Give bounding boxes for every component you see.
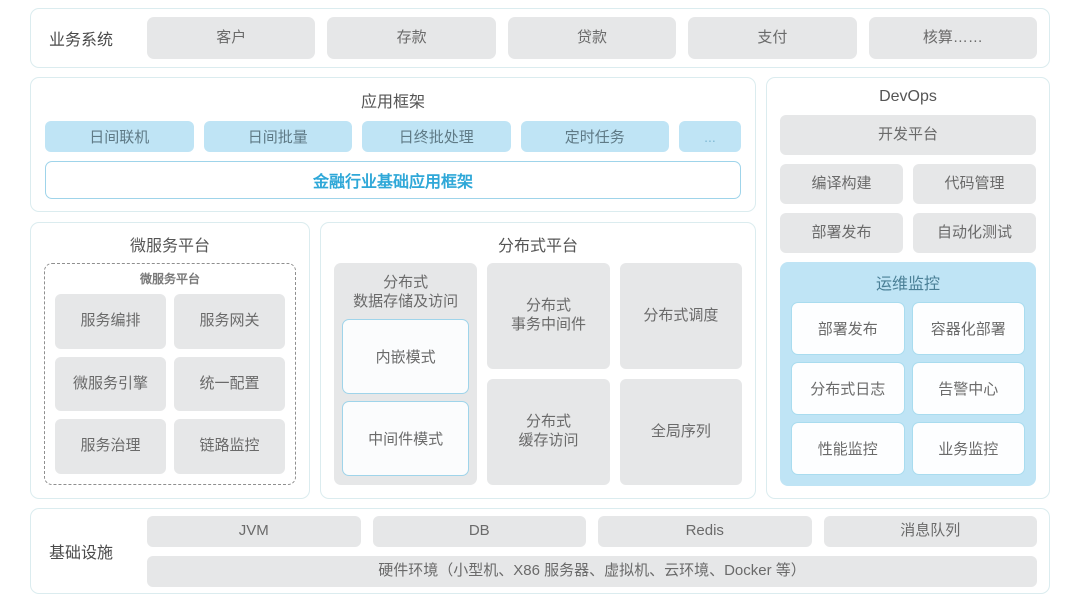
devops-chip-dev-platform[interactable]: 开发平台 <box>780 115 1036 155</box>
distributed-storage-title-line2: 数据存储及访问 <box>353 292 459 310</box>
application-framework-title: 应用框架 <box>360 94 425 111</box>
dist-chip-scheduling-line1: 分布式调度 <box>643 306 719 324</box>
business-chip-customer[interactable]: 客户 <box>147 17 316 59</box>
ops-chip-distributed-logging[interactable]: 分布式日志 <box>791 362 905 415</box>
dist-chip-transaction-middleware-line1: 分布式 <box>525 297 571 315</box>
infra-chip-jvm[interactable]: JVM <box>147 515 361 547</box>
business-chip-payment[interactable]: 支付 <box>688 17 857 59</box>
infrastructure-items-row: JVM DB Redis 消息队列 <box>147 515 1037 547</box>
distributed-platform-panel: 分布式平台 分布式 数据存储及访问 内嵌模式 中间件模式 <box>320 222 756 499</box>
ops-monitoring-title: 运维监控 <box>875 276 940 293</box>
devops-pair-row-1: 编译构建 代码管理 <box>780 164 1036 204</box>
devops-pair-row-2: 部署发布 自动化测试 <box>780 213 1036 253</box>
appfw-chip-scheduled-task[interactable]: 定时任务 <box>520 121 669 152</box>
infrastructure-label: 基础设施 <box>49 545 114 562</box>
business-chip-deposit[interactable]: 存款 <box>327 17 496 59</box>
infra-chip-db[interactable]: DB <box>372 515 586 547</box>
platform-left-column: 应用框架 日间联机 日间批量 日终批处理 定时任务 ... 金融行业基础应用框架… <box>30 77 756 499</box>
micro-chip-link-monitoring[interactable]: 链路监控 <box>174 419 285 474</box>
business-systems-panel: 业务系统 客户 存款 贷款 支付 核算…… <box>30 8 1050 68</box>
micro-chip-microservice-engine[interactable]: 微服务引擎 <box>55 356 166 412</box>
dist-chip-transaction-middleware[interactable]: 分布式 事务中间件 <box>487 263 610 369</box>
dist-chip-global-sequence[interactable]: 全局序列 <box>619 379 742 485</box>
distributed-storage-group: 分布式 数据存储及访问 内嵌模式 中间件模式 <box>334 263 478 485</box>
dist-chip-scheduling[interactable]: 分布式调度 <box>619 263 742 369</box>
business-systems-chips: 客户 存款 贷款 支付 核算…… <box>147 17 1038 59</box>
infra-chip-message-queue[interactable]: 消息队列 <box>823 515 1037 547</box>
distributed-storage-mode-embedded[interactable]: 内嵌模式 <box>342 318 470 394</box>
business-systems-label: 业务系统 <box>49 32 114 49</box>
devops-panel: DevOps 开发平台 编译构建 代码管理 部署发布 自动化测试 运维监控 部署… <box>766 77 1050 499</box>
appfw-chip-daytime-online[interactable]: 日间联机 <box>45 121 194 152</box>
devops-column: DevOps 开发平台 编译构建 代码管理 部署发布 自动化测试 运维监控 部署… <box>766 77 1050 499</box>
infra-chip-hardware-environment[interactable]: 硬件环境（小型机、X86 服务器、虚拟机、云环境、Docker 等） <box>147 555 1037 587</box>
distributed-storage-title-line1: 分布式 <box>383 274 429 291</box>
microservice-inner-label: 微服务平台 <box>139 272 200 286</box>
dist-chip-transaction-middleware-line2: 事务中间件 <box>510 316 586 333</box>
ops-chip-business-monitoring[interactable]: 业务监控 <box>911 422 1025 475</box>
micro-chip-service-governance[interactable]: 服务治理 <box>55 419 166 474</box>
dist-chip-cache-access-line1: 分布式 <box>525 413 571 431</box>
appfw-chip-daytime-batch[interactable]: 日间批量 <box>203 121 352 152</box>
distributed-cells-grid: 分布式 事务中间件 分布式调度 分布 <box>487 263 742 485</box>
ops-chip-alert-center[interactable]: 告警中心 <box>911 362 1025 415</box>
business-chip-accounting[interactable]: 核算…… <box>868 17 1038 59</box>
devops-chip-automated-testing[interactable]: 自动化测试 <box>913 213 1036 253</box>
application-framework-chips: 日间联机 日间批量 日终批处理 定时任务 ... <box>45 121 741 152</box>
distributed-platform-body: 分布式 数据存储及访问 内嵌模式 中间件模式 分布式 事务中间件 <box>334 263 742 485</box>
distributed-platform-title: 分布式平台 <box>497 238 578 255</box>
application-framework-panel: 应用框架 日间联机 日间批量 日终批处理 定时任务 ... 金融行业基础应用框架 <box>30 77 756 212</box>
devops-title: DevOps <box>879 88 937 105</box>
microservice-platform-title: 微服务平台 <box>129 238 210 255</box>
ops-chip-performance-monitoring[interactable]: 性能监控 <box>791 422 905 475</box>
ops-chip-containerized-deploy[interactable]: 容器化部署 <box>911 302 1025 355</box>
dist-chip-global-sequence-line1: 全局序列 <box>650 422 711 440</box>
appfw-chip-eod-batch[interactable]: 日终批处理 <box>362 121 511 152</box>
devops-chip-code-management[interactable]: 代码管理 <box>913 164 1036 204</box>
micro-chip-service-gateway[interactable]: 服务网关 <box>174 294 285 349</box>
micro-chip-unified-config[interactable]: 统一配置 <box>174 356 285 412</box>
distributed-storage-mode-middleware[interactable]: 中间件模式 <box>342 400 470 476</box>
infrastructure-stack: JVM DB Redis 消息队列 硬件环境（小型机、X86 服务器、虚拟机、云… <box>147 515 1037 587</box>
micro-chip-service-orchestration[interactable]: 服务编排 <box>55 294 166 349</box>
infra-chip-redis[interactable]: Redis <box>598 515 812 547</box>
microservice-inner-group: 微服务平台 服务编排 服务网关 微服务引擎 统一配置 服务治理 链路监控 <box>44 263 296 485</box>
appfw-chip-more[interactable]: ... <box>679 121 741 152</box>
business-chip-loan[interactable]: 贷款 <box>507 17 677 59</box>
infrastructure-panel: 基础设施 JVM DB Redis 消息队列 硬件环境（小型机、X86 服务器、… <box>30 508 1050 594</box>
devops-chip-compile-build[interactable]: 编译构建 <box>780 164 903 204</box>
microservice-platform-panel: 微服务平台 微服务平台 服务编排 服务网关 微服务引擎 统一配置 服务治理 链路… <box>30 222 310 499</box>
dist-chip-cache-access[interactable]: 分布式 缓存访问 <box>487 379 610 485</box>
financial-base-framework-banner: 金融行业基础应用框架 <box>45 161 741 199</box>
dist-chip-cache-access-line2: 缓存访问 <box>518 432 579 449</box>
platform-section: 应用框架 日间联机 日间批量 日终批处理 定时任务 ... 金融行业基础应用框架… <box>30 77 1050 499</box>
ops-chip-deploy-release[interactable]: 部署发布 <box>791 302 905 355</box>
ops-monitoring-group: 运维监控 部署发布 容器化部署 分布式日志 告警中心 性能监控 业务监控 <box>780 262 1036 486</box>
ops-monitoring-grid: 部署发布 容器化部署 分布式日志 告警中心 性能监控 业务监控 <box>791 302 1025 475</box>
devops-chip-deploy-release[interactable]: 部署发布 <box>780 213 903 253</box>
microservice-items-grid: 服务编排 服务网关 微服务引擎 统一配置 服务治理 链路监控 <box>55 294 285 474</box>
distributed-storage-title: 分布式 数据存储及访问 <box>342 271 469 312</box>
platform-row: 微服务平台 微服务平台 服务编排 服务网关 微服务引擎 统一配置 服务治理 链路… <box>30 222 756 499</box>
